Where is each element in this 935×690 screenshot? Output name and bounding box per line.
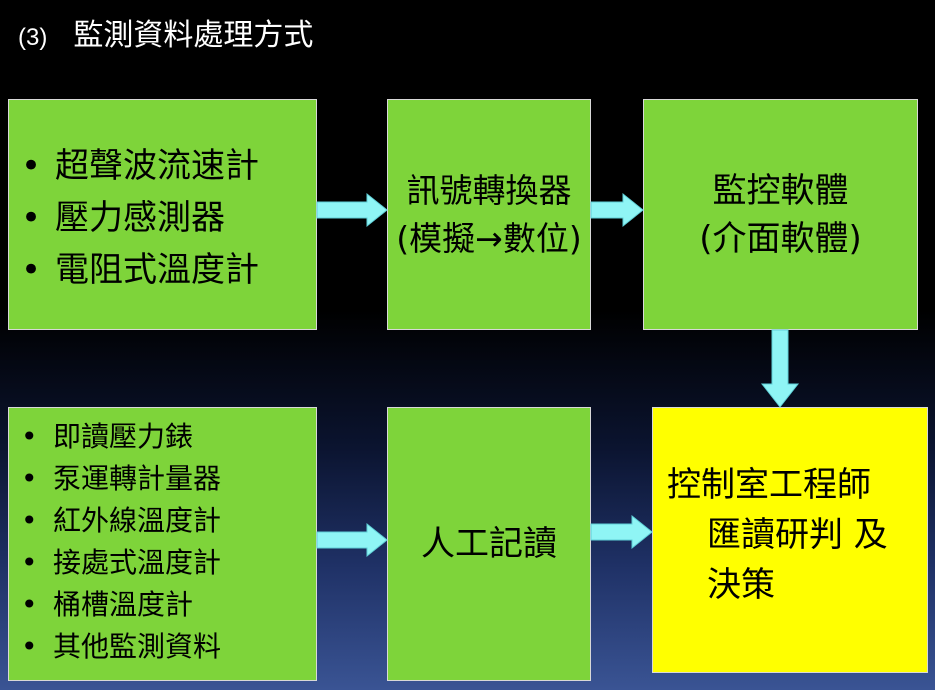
arrow-manual-sources-to-record	[316, 522, 388, 558]
manual-source-item: 即讀壓力錶	[9, 416, 316, 458]
software-title: 監控軟體	[712, 170, 849, 211]
manual-record-text: 人工記讀	[421, 524, 557, 564]
arrow-converter-to-software	[590, 192, 644, 228]
converter-subtitle: (模擬→數位)	[396, 218, 582, 258]
sensors-list-item: 電阻式溫度計	[9, 244, 316, 296]
monitoring-software-box: 監控軟體 (介面軟體)	[643, 99, 918, 330]
converter-title: 訊號轉換器	[406, 170, 572, 210]
software-subtitle: (介面軟體)	[699, 218, 862, 259]
sensors-list-item: 超聲波流速計	[9, 140, 316, 192]
manual-sources-list: 即讀壓力錶 泵運轉計量器 紅外線溫度計 接處式溫度計 桶槽溫度計 其他監測資料	[9, 416, 316, 668]
title-text: 監測資料處理方式	[73, 18, 314, 53]
page-title: (3) 監測資料處理方式	[18, 14, 313, 60]
manual-source-item: 紅外線溫度計	[9, 500, 316, 542]
arrow-record-to-engineer	[590, 514, 653, 550]
sensors-list: 超聲波流速計 壓力感測器 電阻式溫度計	[9, 140, 316, 296]
manual-record-box: 人工記讀	[387, 407, 591, 681]
engineer-line-1: 控制室工程師	[667, 465, 871, 505]
sensors-list-item: 壓力感測器	[9, 192, 316, 244]
arrow-software-to-engineer	[760, 329, 800, 408]
signal-converter-box: 訊號轉換器 (模擬→數位)	[387, 99, 591, 330]
sensors-box: 超聲波流速計 壓力感測器 電阻式溫度計	[8, 99, 317, 330]
control-room-engineer-box: 控制室工程師 匯讀研判 及 決策	[652, 407, 928, 673]
arrow-sensors-to-converter	[316, 192, 388, 228]
manual-source-item: 桶槽溫度計	[9, 584, 316, 626]
manual-source-item: 接處式溫度計	[9, 542, 316, 584]
manual-sources-box: 即讀壓力錶 泵運轉計量器 紅外線溫度計 接處式溫度計 桶槽溫度計 其他監測資料	[8, 407, 317, 681]
engineer-text: 控制室工程師 匯讀研判 及 決策	[667, 460, 888, 610]
manual-source-item: 泵運轉計量器	[9, 458, 316, 500]
title-number: (3)	[18, 24, 48, 51]
engineer-line-3: 決策	[707, 565, 775, 605]
manual-source-item: 其他監測資料	[9, 626, 316, 668]
engineer-line-2: 匯讀研判 及	[707, 515, 888, 555]
